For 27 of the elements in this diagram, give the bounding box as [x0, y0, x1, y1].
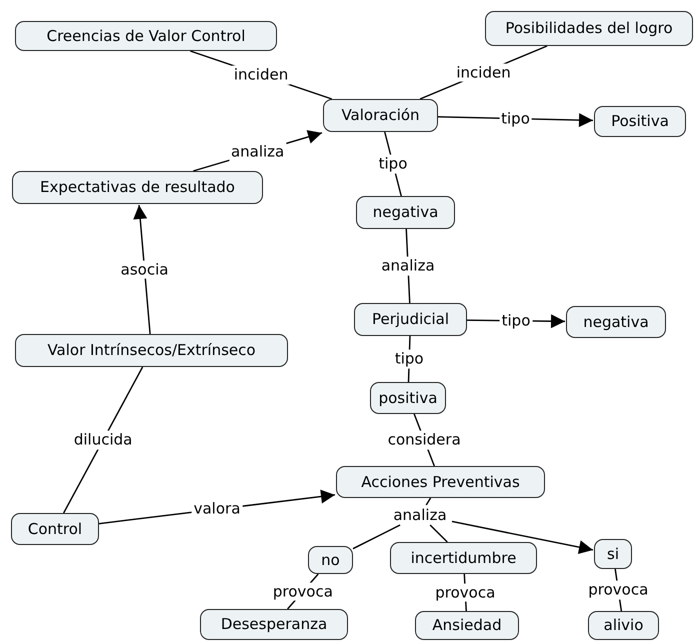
linking-phrase: analiza: [388, 505, 452, 525]
concept-box: si: [594, 539, 632, 569]
concept-box: alivio: [588, 611, 659, 640]
edge-label: tipo: [392, 350, 426, 368]
concept-box: incertidumbre: [390, 542, 537, 574]
edge-label: tipo: [499, 109, 532, 128]
concept-box: Positiva: [594, 106, 686, 137]
edge-label: tipo: [500, 311, 532, 330]
concept-box: Valoración: [323, 99, 438, 132]
concept-box: negativa: [566, 306, 666, 338]
concept-box: Valor Intrínsecos/Extrínseco: [15, 334, 288, 367]
concept-box: positiva: [370, 382, 446, 414]
concept-box: Desesperanza: [200, 609, 348, 640]
concept-box: Control: [11, 513, 99, 545]
edge-label: analiza: [228, 142, 286, 162]
concept-box: no: [308, 546, 353, 574]
concept-box: Expectativas de resultado: [12, 171, 263, 204]
edge-label: tipo: [376, 154, 410, 174]
edge-label: asocia: [118, 260, 170, 279]
concept-box: Posibilidades del logro: [485, 11, 693, 46]
concept-box: Perjudicial: [354, 303, 467, 336]
concept-box: negativa: [356, 196, 455, 229]
concept-box: Creencias de Valor Control: [15, 21, 277, 51]
edge-label: inciden: [232, 66, 290, 84]
connector-arrow: [452, 520, 594, 554]
concept-box: Acciones Preventivas: [336, 466, 545, 498]
concept-box: Ansiedad: [415, 611, 519, 640]
